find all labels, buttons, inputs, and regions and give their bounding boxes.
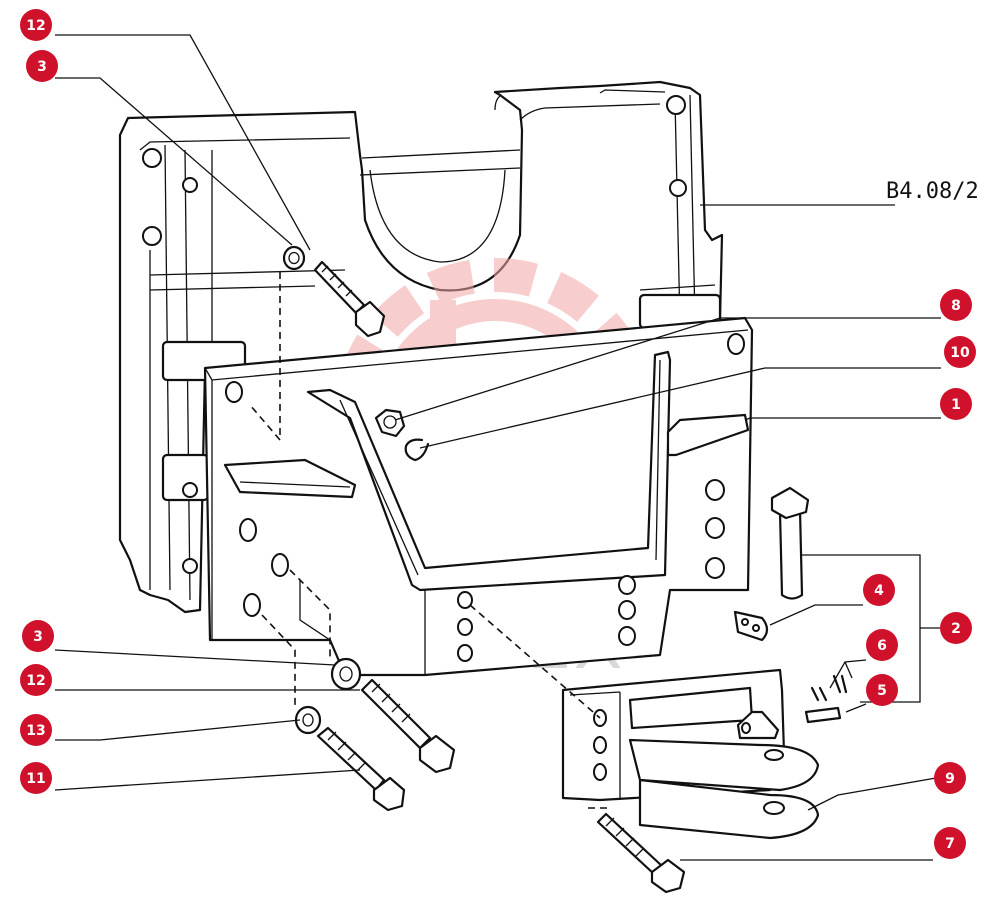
- callout-number: 1: [951, 397, 961, 413]
- callout-circle: [863, 574, 895, 606]
- callout-circle: [20, 714, 52, 746]
- bolt-lower-left: [294, 705, 406, 812]
- retaining-plate: [733, 610, 769, 642]
- callout-number: 5: [877, 683, 887, 699]
- leader-lines: [54, 34, 942, 861]
- callout-c5: 5: [866, 674, 898, 706]
- callout-circle: [940, 612, 972, 644]
- callout-number: 12: [26, 18, 45, 34]
- callout-c3b: 3: [22, 620, 54, 652]
- callout-circle: [866, 629, 898, 661]
- callout-c13: 13: [20, 714, 52, 746]
- callout-number: 2: [951, 621, 961, 637]
- callout-c11: 11: [20, 762, 52, 794]
- coupling-pin: [770, 486, 810, 600]
- callout-c3a: 3: [26, 50, 58, 82]
- callout-number: 9: [945, 771, 955, 787]
- callout-number: 13: [26, 723, 45, 739]
- callout-c12b: 12: [20, 664, 52, 696]
- assembly-axes: [249, 272, 612, 809]
- callout-circle: [934, 827, 966, 859]
- split-pins: [810, 674, 848, 702]
- bolt-lower-right: [330, 657, 456, 774]
- callout-number: 4: [874, 583, 884, 599]
- callout-circle: [20, 762, 52, 794]
- callout-circle: [934, 762, 966, 794]
- callout-c1: 1: [940, 388, 972, 420]
- circlip: [404, 438, 430, 462]
- callout-number: 11: [26, 771, 45, 787]
- callout-c2: 2: [940, 612, 972, 644]
- callout-number: 12: [26, 673, 45, 689]
- callout-number: 7: [945, 836, 955, 852]
- callout-circle: [22, 620, 54, 652]
- callout-number: 3: [33, 629, 43, 645]
- callout-c4: 4: [863, 574, 895, 606]
- callout-number: 8: [951, 298, 961, 314]
- callout-c9: 9: [934, 762, 966, 794]
- bolt-upper: [282, 245, 386, 338]
- towing-clevis: [561, 668, 820, 840]
- callout-c8: 8: [940, 289, 972, 321]
- callout-circle: [26, 50, 58, 82]
- front-support-plate: [203, 316, 754, 677]
- callout-c7: 7: [934, 827, 966, 859]
- callout-circle: [940, 289, 972, 321]
- drawing-reference: B4.08/2: [886, 179, 979, 204]
- bolt-clevis: [596, 812, 686, 894]
- dowel-pin: [804, 706, 842, 724]
- callout-circle: [944, 336, 976, 368]
- callout-number: 3: [37, 59, 47, 75]
- callout-number: 6: [877, 638, 887, 654]
- callout-number: 10: [950, 345, 970, 361]
- callout-circle: [866, 674, 898, 706]
- callout-c6: 6: [866, 629, 898, 661]
- callout-circle: [940, 388, 972, 420]
- callout-c12a: 12: [20, 9, 52, 41]
- nut: [374, 408, 406, 438]
- callout-badges: 12 3 8 10 1 4 2 6 5 9 7 3 12 13 11: [20, 9, 976, 859]
- callout-c10: 10: [944, 336, 976, 368]
- callout-circle: [20, 9, 52, 41]
- callout-circle: [20, 664, 52, 696]
